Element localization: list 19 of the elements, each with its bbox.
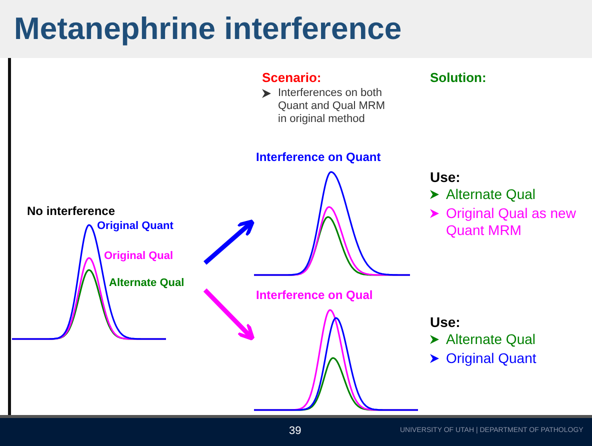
plot-heading: Interference on Qual — [256, 288, 373, 302]
curve-label: Original Qual — [104, 250, 174, 262]
bullet-text: Original Qual as new Quant MRM — [446, 205, 577, 239]
arrow — [204, 219, 255, 265]
bullet-text: Original Quant — [446, 350, 536, 367]
plot-heading: No interference — [27, 204, 116, 218]
curve-label: Original Quant — [97, 220, 174, 232]
bullet-text: Interferences on both Quant and Qual MRM in original method — [278, 87, 386, 127]
section-heading: Use: — [430, 169, 460, 186]
section-heading: Solution: — [430, 70, 486, 86]
page-number: 39 — [289, 425, 302, 438]
section-heading: Scenario: — [262, 70, 322, 86]
arrow — [203, 288, 255, 341]
bullet-text: Alternate Qual — [446, 186, 536, 203]
curve-label: Alternate Qual — [109, 277, 184, 289]
slide-title: Metanephrine interference — [14, 11, 402, 47]
plot-heading: Interference on Quant — [256, 150, 381, 164]
bullet-text: Alternate Qual — [446, 331, 536, 348]
section-heading: Use: — [430, 314, 460, 331]
